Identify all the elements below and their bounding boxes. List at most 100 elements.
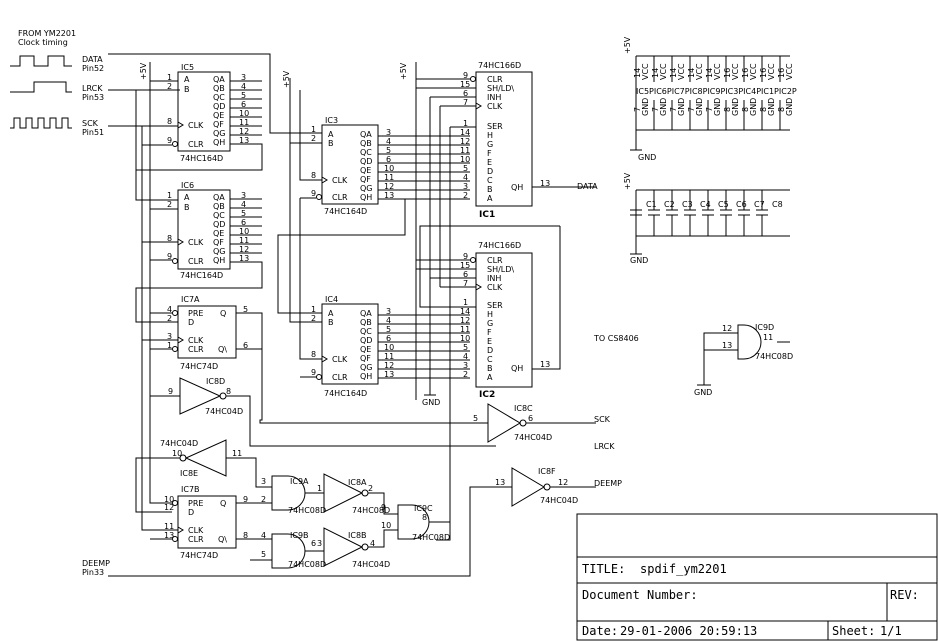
svg-text:5: 5 (241, 209, 246, 218)
ic4-pin-qe: QE (360, 345, 371, 354)
svg-text:8: 8 (226, 387, 231, 396)
ic8c-ref: IC8C (514, 404, 533, 413)
ic4-pin-clk: CLK (332, 355, 348, 364)
ic6-pin-qg: QG (213, 247, 226, 256)
ic5-pin-qb: QB (213, 84, 225, 93)
ic8b-ref: IC8B (348, 531, 367, 540)
ic5-pin-b: B (184, 85, 190, 94)
data-output-label: DATA (577, 182, 598, 191)
ic8e-ref: IC8E (180, 469, 198, 478)
ic3-pin-qe: QE (360, 166, 371, 175)
ic9c-and-gate: IC9C 74HC08D (397, 504, 450, 542)
ic7b-pin-qn: Q\ (218, 535, 227, 544)
svg-text:9: 9 (243, 495, 248, 504)
gnd-pin-number: 8 (777, 107, 786, 112)
svg-text:9: 9 (381, 503, 386, 512)
ic5-pin-qa: QA (213, 75, 225, 84)
svg-text:11: 11 (239, 236, 249, 245)
svg-text:10: 10 (460, 334, 470, 343)
svg-text:3: 3 (386, 128, 391, 137)
ic1-pin-ser: SER (487, 122, 503, 131)
svg-text:11: 11 (232, 449, 242, 458)
sheet-label: Sheet: (832, 624, 875, 638)
ic6-pin-qh: QH (213, 256, 225, 265)
ic8b-part: 74HC04D (352, 560, 390, 569)
svg-text:3: 3 (386, 307, 391, 316)
vcc-text: VCC (695, 63, 704, 80)
svg-text:5: 5 (473, 414, 478, 423)
svg-text:5: 5 (463, 343, 468, 352)
ic7a-part: 74HC74D (180, 362, 218, 371)
vcc-text: VCC (713, 63, 722, 80)
deemp-output-label: DEEMP (594, 479, 622, 488)
svg-text:2: 2 (463, 191, 468, 200)
svg-text:6: 6 (243, 341, 248, 350)
ic2-pin-clr: CLR (487, 256, 503, 265)
svg-text:12: 12 (384, 361, 394, 370)
sheet-value: 1/1 (880, 624, 902, 638)
svg-text:9: 9 (167, 252, 172, 261)
ic7b-pin-q: Q (220, 499, 226, 508)
sck-pin-label: Pin51 (82, 128, 104, 137)
ic4-chip: IC4 A B CLK CLR QA QB QC QD QE QF QG QH … (316, 295, 379, 398)
ic4-pin-qg: QG (360, 363, 373, 372)
svg-text:13: 13 (384, 191, 394, 200)
svg-text:12: 12 (384, 182, 394, 191)
svg-text:7: 7 (463, 279, 468, 288)
svg-text:11: 11 (384, 173, 394, 182)
ic2-pin-c: C (487, 355, 493, 364)
svg-text:8: 8 (311, 350, 316, 359)
ic8f-part: 74HC04D (540, 496, 578, 505)
deemp-pin-label: Pin33 (82, 568, 104, 577)
svg-text:6: 6 (241, 218, 246, 227)
svg-text:1: 1 (463, 119, 468, 128)
ic4-pin-qh: QH (360, 372, 372, 381)
ic2-pin-h: H (487, 310, 493, 319)
vcc-pin-number: 14 (633, 68, 642, 78)
rev-label: REV: (890, 588, 919, 602)
svg-text:12: 12 (460, 137, 470, 146)
ic6-ref: IC6 (181, 181, 194, 190)
vcc-label-ic1: +5V (399, 62, 408, 80)
vcc-pin-number: 14 (687, 68, 696, 78)
capacitor-label: C2 (664, 200, 675, 209)
capacitor-label: C5 (718, 200, 729, 209)
svg-text:14: 14 (460, 307, 470, 316)
ic3-pin-qc: QC (360, 148, 372, 157)
ic9a-ref: IC9A (290, 477, 309, 486)
ic1-pin-inh: INH (487, 93, 501, 102)
ic4-pin-qa: QA (360, 309, 372, 318)
svg-text:13: 13 (164, 531, 174, 540)
svg-text:1: 1 (167, 73, 172, 82)
ic5-part: 74HC164D (180, 154, 223, 163)
svg-text:4: 4 (241, 200, 246, 209)
ic2-pin-clk: CLK (487, 283, 503, 292)
docnum-label: Document Number: (582, 588, 698, 602)
ic7b-chip: IC7B PRE D CLK CLR Q Q\ 74HC74D (172, 485, 237, 560)
svg-text:5: 5 (261, 550, 266, 559)
svg-text:11: 11 (239, 118, 249, 127)
svg-text:9: 9 (168, 387, 173, 396)
ic7b-pin-clr: CLR (188, 535, 204, 544)
ic9d-and-gate: IC9D 74HC08D (737, 323, 793, 361)
vcc-label-ic3: +5V (282, 70, 291, 88)
ic5-chip: IC5 A B CLK CLR QA QB QC QD QE QF QG QH … (172, 63, 231, 163)
ic1-pin-d: D (487, 167, 493, 176)
vcc-text: VCC (749, 63, 758, 80)
svg-text:15: 15 (460, 80, 470, 89)
ic3-pin-qb: QB (360, 139, 372, 148)
ic7a-ref: IC7A (181, 295, 200, 304)
ic5-pin-qg: QG (213, 129, 226, 138)
gnd-text: GND (677, 98, 686, 116)
capacitor-label: C6 (736, 200, 747, 209)
ic1-pin-f: F (487, 149, 492, 158)
svg-text:2: 2 (368, 484, 373, 493)
ic4-pin-qd: QD (360, 336, 372, 345)
capacitor-label: C3 (682, 200, 693, 209)
ic9b-and-gate: IC9B 74HC08D (271, 531, 326, 569)
ic1-pin-h: H (487, 131, 493, 140)
gnd-text: GND (785, 98, 794, 116)
lrck-input-label: LRCK (82, 84, 103, 93)
